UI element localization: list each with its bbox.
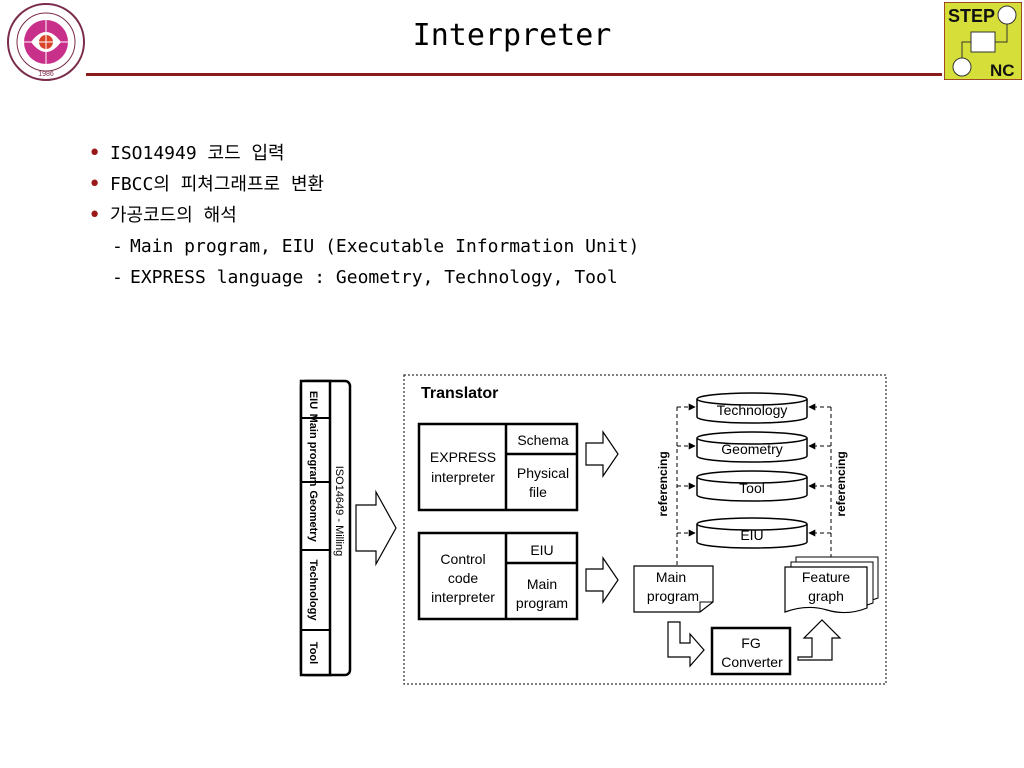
db-geometry-label: Geometry [721,441,782,457]
stack-cell-geometry: Geometry [307,490,319,542]
iso-code-stack: EIU Main program Geometry Technology Too… [299,379,352,677]
control-code-interpreter-block: Control code interpreter EIU Main progra… [417,531,579,621]
stack-cell-tool: Tool [307,642,319,664]
bullet-item: • ISO14949 코드 입력 [88,138,639,169]
database-technology: Technology [696,392,808,424]
database-eiu: EIU [696,517,808,549]
bullet-dot: • [88,203,102,228]
control-label-line2: code [448,570,479,586]
db-eiu-label: EIU [740,527,763,543]
title-divider [86,73,942,76]
bullet-list: • ISO14949 코드 입력 • FBCC의 피쳐그래프로 변환 • 가공코드의 … [88,138,639,293]
referencing-left-label: referencing [656,451,670,516]
bullet-text: ISO14949 코드 입력 [110,143,285,164]
express-output-arrow [585,430,619,478]
express-label-line2: interpreter [431,469,495,485]
db-technology-label: Technology [717,402,788,418]
referencing-right-label: referencing [834,451,848,516]
feature-graph-line2: graph [808,588,844,604]
express-label-line1: EXPRESS [430,449,496,465]
control-output-arrow [585,556,619,604]
sub-bullet-text: EXPRESS language : Geometry, Technology,… [130,267,618,288]
logo-step-text: STEP [948,6,995,26]
bullet-text: 가공코드의 해석 [110,205,237,226]
step-nc-logo: STEP NC [944,2,1022,80]
sub-bullet-text: Main program, EIU (Executable Informatio… [130,236,640,257]
logo-year: 1986 [38,71,54,78]
main-program-document: Main program [633,565,714,613]
database-geometry: Geometry [696,431,808,463]
feature-graph-line1: Feature [802,569,850,585]
page-title: Interpreter [412,18,612,53]
translator-box [403,374,887,685]
db-tool-label: Tool [739,480,765,496]
control-label-line1: Control [440,551,485,567]
bullet-dot: • [88,141,102,166]
university-logo: 1986 [7,3,85,81]
referencing-left [676,403,696,566]
main-program-doc-line1: Main [656,569,686,585]
database-tool: Tool [696,470,808,502]
referencing-right [808,403,832,557]
stack-side-label: ISO14649 - Milling [333,466,345,557]
sub-bullet-dash: - [112,267,123,288]
bullet-item: • 가공코드의 해석 [88,200,639,231]
to-fg-converter-arrow [667,621,705,668]
stack-to-translator-arrow [355,489,397,567]
fg-converter-box: FG Converter [710,626,792,676]
express-interpreter-block: EXPRESS interpreter Schema Physical file [417,422,579,512]
eiu-label: EIU [530,542,553,558]
physical-file-line2: file [529,484,547,500]
sub-bullet-dash: - [112,236,123,257]
sub-bullet-item: -Main program, EIU (Executable Informati… [88,231,639,262]
fg-converter-line1: FG [741,635,760,651]
bullet-item: • FBCC의 피쳐그래프로 변환 [88,169,639,200]
fg-converter-line2: Converter [721,654,783,670]
logo-nc-text: NC [990,61,1015,80]
bullet-dot: • [88,172,102,197]
main-program-doc-line2: program [647,588,699,604]
feature-graph-document: Feature graph [784,556,879,614]
sub-bullet-item: -EXPRESS language : Geometry, Technology… [88,262,639,293]
stack-cell-main-program: Main program [307,414,319,487]
from-fg-converter-arrow [797,619,842,661]
stack-cell-eiu: EIU [307,391,319,409]
control-label-line3: interpreter [431,589,495,605]
main-program-line2: program [516,595,568,611]
bullet-text: FBCC의 피쳐그래프로 변환 [110,174,325,195]
main-program-line1: Main [527,576,557,592]
stack-cell-technology: Technology [307,560,319,622]
schema-label: Schema [517,432,569,448]
physical-file-line1: Physical [517,465,569,481]
translator-title: Translator [421,385,498,402]
